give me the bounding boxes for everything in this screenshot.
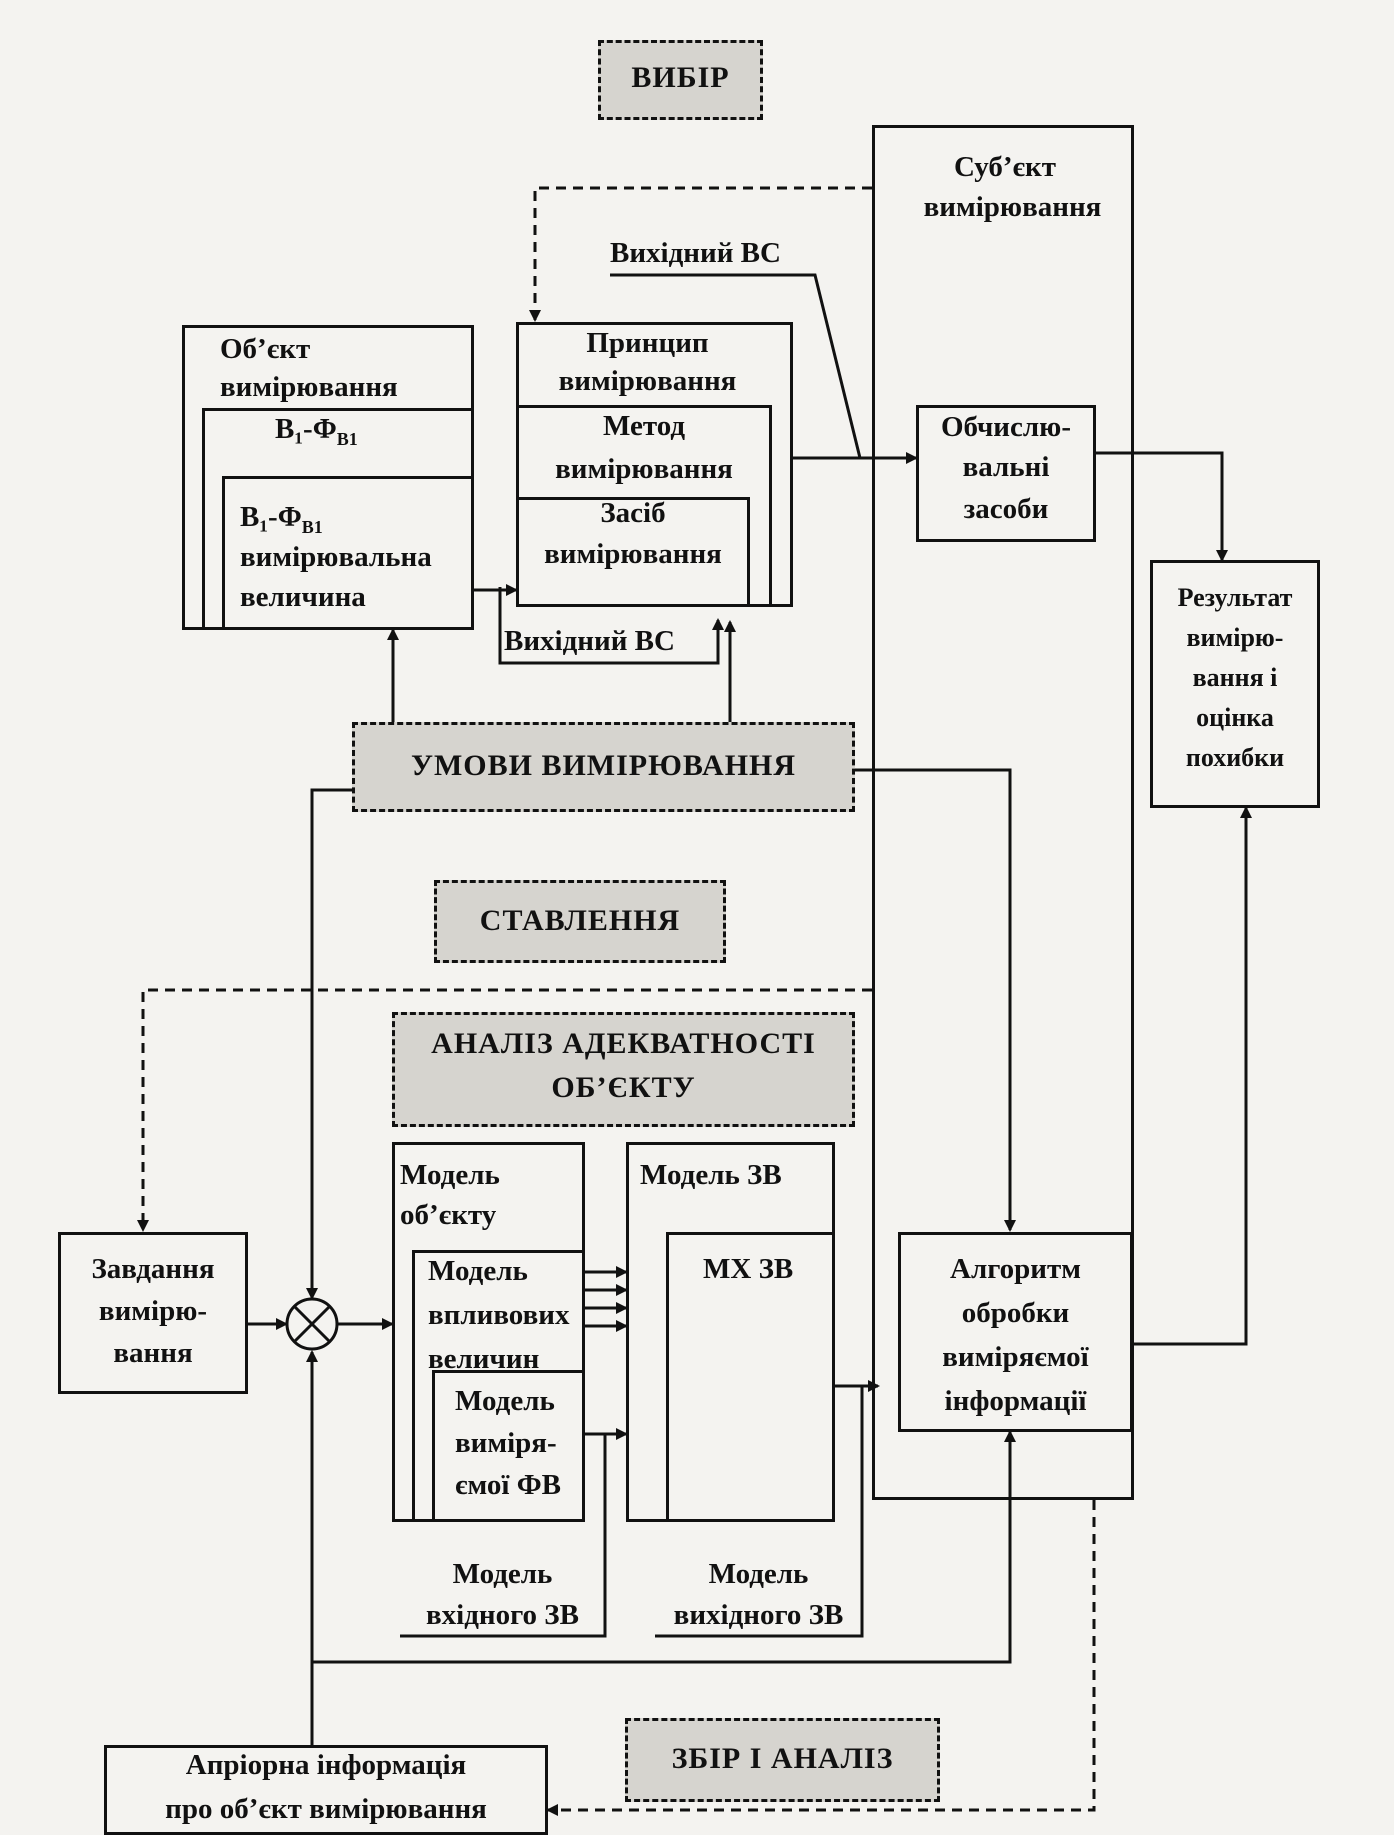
task-box — [58, 1232, 248, 1394]
method-label-1: Метод — [602, 410, 686, 442]
instrument-label-2: вимірювання — [544, 538, 722, 570]
measured-quantity-2: величина — [240, 581, 366, 613]
vybir-box — [598, 40, 763, 120]
method-label-2: вимірювання — [555, 453, 733, 485]
model-output-label-1: Модель — [708, 1558, 809, 1590]
instrument-label-1: Засіб — [600, 497, 666, 529]
algorithm-label-2: обробки — [961, 1297, 1070, 1329]
result-box — [1150, 560, 1320, 808]
model-output-underline — [655, 1386, 864, 1638]
result-label-3: вання і — [1192, 663, 1278, 692]
object-label-2: вимірювання — [220, 371, 398, 403]
model-output-label-2: вихідного ЗВ — [673, 1599, 844, 1631]
algorithm-to-result — [1133, 806, 1252, 1346]
conditions-to-node — [306, 788, 352, 1300]
zbir-box — [625, 1718, 940, 1802]
subject-box — [872, 125, 1134, 1500]
output-vs-bracket — [498, 587, 724, 665]
model-object-label-1: Модель — [400, 1159, 500, 1191]
stavlennia-label: СТАВЛЕННЯ — [479, 904, 681, 937]
apriori-label-1: Апріорна інформація — [185, 1749, 467, 1781]
b1-fb1-label-b: B₁-ΦB1 — [240, 501, 323, 537]
adequacy-label-2: ОБ’ЄКТУ — [551, 1071, 696, 1104]
algorithm-label-4: інформації — [944, 1385, 1087, 1417]
instrument-box — [516, 497, 750, 607]
model-measured-box — [432, 1370, 585, 1522]
model-measured-label-1: Модель — [455, 1385, 555, 1417]
summing-node — [285, 1297, 339, 1351]
mx-zv-label: МХ ЗВ — [703, 1253, 794, 1285]
object-label-1: Об’єкт — [220, 333, 311, 365]
result-label-1: Результат — [1177, 583, 1293, 612]
computing-label-1: Обчислю- — [941, 411, 1071, 443]
model-input-label-1: Модель — [452, 1558, 553, 1590]
model-zv-label: Модель ЗВ — [640, 1159, 782, 1191]
model-influence-label-2: впливових — [428, 1299, 570, 1331]
conditions-to-algorithm — [855, 768, 1016, 1232]
zbir-label: ЗБІР І АНАЛІЗ — [671, 1742, 894, 1775]
task-label-1: Завдання — [91, 1253, 215, 1285]
feedback-dashed-apriori — [546, 1500, 1096, 1816]
algorithm-label-1: Алгоритм — [950, 1253, 1081, 1285]
b1-fb1-label-a: B₁-ΦB1 — [275, 413, 358, 449]
subject-label-1: Суб’єкт — [954, 151, 1056, 183]
computing-to-result — [1096, 451, 1228, 562]
input-vs-top-label: Вихідний ВС — [610, 237, 781, 269]
object-inner2-box — [222, 476, 474, 630]
apriori-to-algorithm — [312, 1430, 1016, 1664]
model-object-label-2: об’єкту — [400, 1199, 497, 1231]
model-measured-label-2: виміря- — [455, 1427, 557, 1459]
model-influence-label-3: величин — [428, 1343, 540, 1375]
mx-zv-box — [666, 1232, 835, 1522]
result-label-2: вимірю- — [1186, 623, 1284, 652]
task-label-3: вання — [113, 1337, 193, 1369]
computing-box — [916, 405, 1096, 542]
model-input-underline — [400, 1434, 607, 1638]
result-label-5: похибки — [1185, 743, 1285, 772]
model-influence-label-1: Модель — [428, 1255, 528, 1287]
conditions-box — [352, 722, 855, 812]
measured-quantity-1: вимірювальна — [240, 541, 432, 573]
apriori-label-2: про об’єкт вимірювання — [165, 1793, 487, 1825]
adequacy-box — [392, 1012, 855, 1127]
apriori-box — [104, 1745, 548, 1835]
model-input-label-2: вхідного ЗВ — [426, 1599, 579, 1631]
algorithm-box — [898, 1232, 1133, 1432]
conditions-label: УМОВИ ВИМІРЮВАННЯ — [410, 749, 797, 782]
feedback-dashed-top — [529, 186, 872, 322]
principle-label-1: Принцип — [586, 327, 709, 359]
input-vs-top-line — [610, 273, 862, 459]
feedback-dashed-task — [137, 988, 872, 1232]
task-label-2: вимірю- — [98, 1295, 208, 1327]
vybir-label: ВИБІР — [631, 61, 730, 94]
stavlennia-box — [434, 880, 726, 963]
output-vs-mid-label: Вихідний ВС — [504, 625, 675, 657]
adequacy-label-1: АНАЛІЗ АДЕКВАТНОСТІ — [431, 1027, 816, 1060]
computing-label-3: засоби — [963, 493, 1049, 525]
result-label-4: оцінка — [1196, 703, 1274, 732]
principle-label-2: вимірювання — [558, 365, 737, 397]
model-measured-label-3: ємої ФВ — [455, 1469, 561, 1501]
algorithm-label-3: виміряємої — [942, 1341, 1089, 1373]
computing-label-2: вальні — [962, 451, 1050, 483]
subject-label-2: вимірювання — [923, 191, 1102, 223]
